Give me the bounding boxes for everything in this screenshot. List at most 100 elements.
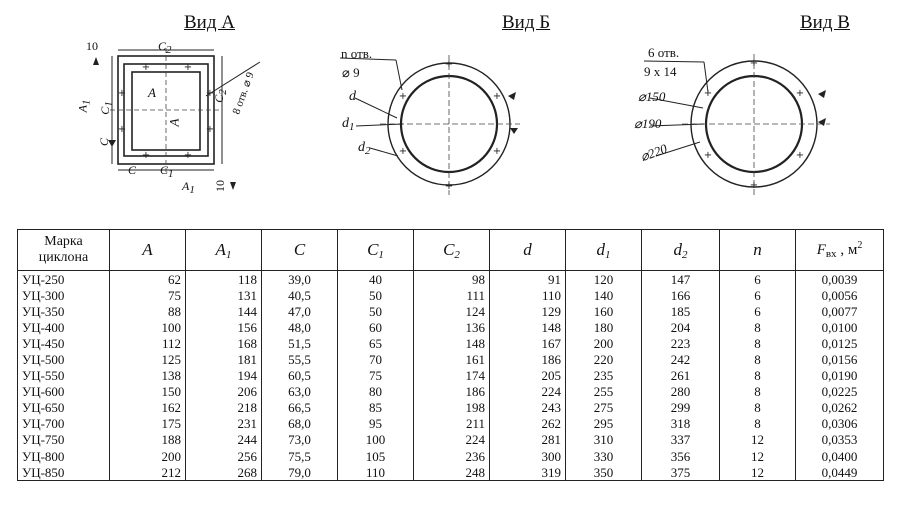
- svg-text:+: +: [118, 88, 126, 99]
- header-c: C: [261, 229, 338, 271]
- table-cell: 186: [413, 383, 490, 400]
- table-cell: 211: [413, 415, 490, 432]
- table-cell: 0,0056: [795, 287, 884, 304]
- table-cell: 8: [719, 399, 796, 416]
- svg-text:+: +: [445, 181, 453, 192]
- table-cell: 268: [185, 464, 262, 482]
- table-cell: 256: [185, 448, 262, 465]
- table-cell: 62: [109, 270, 186, 288]
- table-cell: 144: [185, 303, 262, 320]
- table-cell: 40,5: [261, 287, 338, 304]
- header-f-inlet: Fвх , м2: [795, 229, 884, 271]
- table-cell: 100: [337, 431, 414, 449]
- table-cell: 95: [337, 415, 414, 432]
- header-c1: C1: [337, 229, 414, 271]
- table-cell: 318: [641, 415, 720, 432]
- table-cell: 66,5: [261, 399, 338, 416]
- table-cell: 218: [185, 399, 262, 416]
- table-cell: 206: [185, 383, 262, 400]
- table-cell: 47,0: [261, 303, 338, 320]
- view-a-c-left: C: [97, 137, 112, 147]
- table-cell: 111: [413, 287, 490, 304]
- header-mark: Марка циклона: [17, 229, 110, 271]
- table-cell: 0,0225: [795, 383, 884, 400]
- table-cell: 12: [719, 464, 796, 482]
- table-cell: 8: [719, 351, 796, 368]
- table-cell: 50: [337, 287, 414, 304]
- table-cell: 8: [719, 415, 796, 432]
- table-cell: 185: [641, 303, 720, 320]
- view-a-ten-top: 10: [86, 39, 98, 53]
- view-b-hole-diameter: ⌀ 9: [342, 65, 360, 80]
- view-v-holes-label: 6 отв.: [648, 45, 680, 60]
- table-cell: 63,0: [261, 383, 338, 400]
- table-cell: 51,5: [261, 335, 338, 352]
- cyclone-mark-cell: УЦ-800: [17, 448, 110, 465]
- table-cell: 280: [641, 383, 720, 400]
- view-a-c1-left: C1: [97, 101, 115, 115]
- table-cell: 8: [719, 335, 796, 352]
- table-cell: 105: [337, 448, 414, 465]
- svg-text:+: +: [206, 124, 214, 135]
- table-cell: 261: [641, 367, 720, 384]
- table-cell: 65: [337, 335, 414, 352]
- svg-text:+: +: [184, 150, 192, 161]
- table-cell: 0,0190: [795, 367, 884, 384]
- cyclone-mark-cell: УЦ-750: [17, 431, 110, 449]
- header-a: A: [109, 229, 186, 271]
- view-v-dia150: ⌀150: [638, 89, 666, 104]
- table-cell: 168: [185, 335, 262, 352]
- table-cell: 235: [565, 367, 642, 384]
- table-cell: 0,0156: [795, 351, 884, 368]
- header-a1: A1: [185, 229, 262, 271]
- view-a-drawing: ++ ++ ++ ++ ++ ++ ++: [93, 48, 830, 196]
- table-cell: 75,5: [261, 448, 338, 465]
- svg-text:+: +: [493, 91, 501, 102]
- table-cell: 120: [565, 270, 642, 288]
- view-a-a1-left: A1: [75, 99, 93, 113]
- svg-text:+: +: [750, 180, 758, 191]
- view-v-hole-size: 9 х 14: [644, 64, 677, 79]
- table-cell: 138: [109, 367, 186, 384]
- view-b-title: Вид Б: [502, 12, 551, 33]
- table-cell: 244: [185, 431, 262, 449]
- svg-text:+: +: [493, 146, 501, 157]
- table-cell: 136: [413, 319, 490, 336]
- table-cell: 375: [641, 464, 720, 482]
- table-cell: 330: [565, 448, 642, 465]
- table-cell: 150: [109, 383, 186, 400]
- table-cell: 147: [641, 270, 720, 288]
- table-cell: 181: [185, 351, 262, 368]
- table-cell: 174: [413, 367, 490, 384]
- table-cell: 188: [109, 431, 186, 449]
- table-cell: 125: [109, 351, 186, 368]
- table-cell: 12: [719, 448, 796, 465]
- table-cell: 224: [489, 383, 566, 400]
- table-cell: 160: [565, 303, 642, 320]
- table-cell: 161: [413, 351, 490, 368]
- table-cell: 70: [337, 351, 414, 368]
- header-d2: d2: [641, 229, 720, 271]
- table-cell: 50: [337, 303, 414, 320]
- table-cell: 205: [489, 367, 566, 384]
- table-cell: 200: [109, 448, 186, 465]
- header-d1: d1: [565, 229, 642, 271]
- table-cell: 100: [109, 319, 186, 336]
- table-cell: 248: [413, 464, 490, 482]
- cyclone-mark-cell: УЦ-450: [17, 335, 110, 352]
- view-a-title: Вид А: [184, 12, 235, 33]
- table-cell: 68,0: [261, 415, 338, 432]
- cyclone-mark-cell: УЦ-300: [17, 287, 110, 304]
- table-cell: 129: [489, 303, 566, 320]
- table-cell: 98: [413, 270, 490, 288]
- svg-text:+: +: [142, 150, 150, 161]
- table-cell: 243: [489, 399, 566, 416]
- table-cell: 212: [109, 464, 186, 482]
- svg-text:+: +: [750, 58, 758, 69]
- table-cell: 75: [109, 287, 186, 304]
